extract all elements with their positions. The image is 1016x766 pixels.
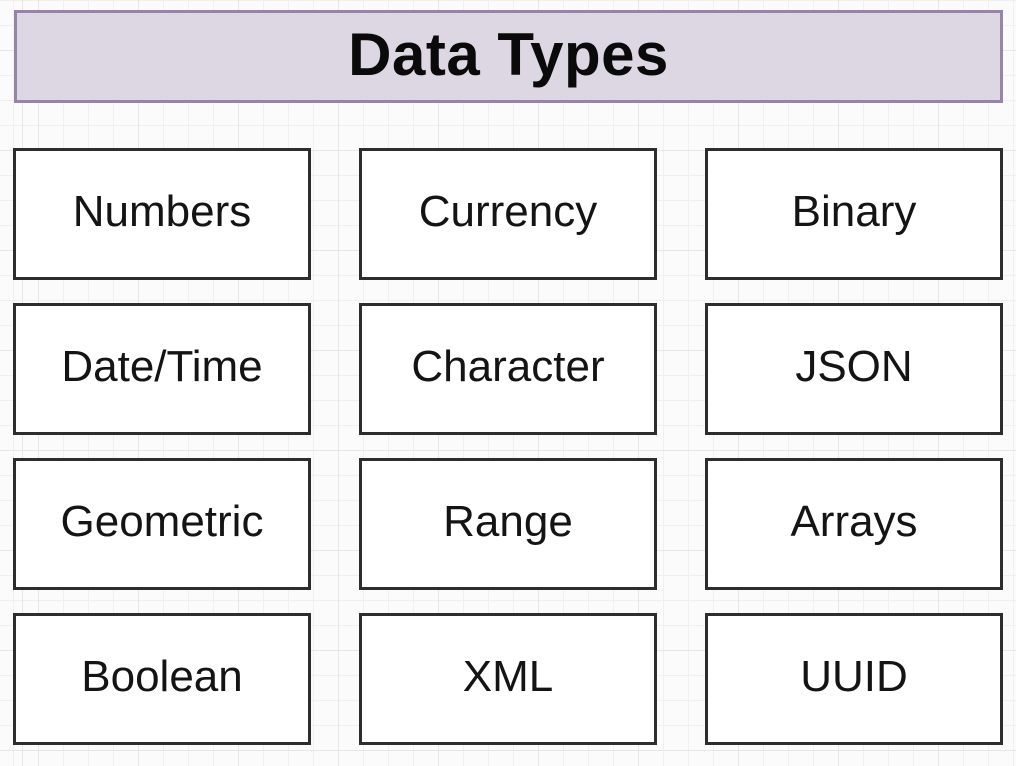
- box-label: Boolean: [81, 652, 243, 701]
- data-type-box-xml: XML: [359, 613, 657, 745]
- data-type-box-boolean: Boolean: [13, 613, 311, 745]
- box-label: JSON: [795, 342, 913, 391]
- box-label: Arrays: [790, 497, 918, 546]
- data-type-box-arrays: Arrays: [705, 458, 1003, 590]
- box-label: XML: [462, 652, 554, 701]
- data-type-box-json: JSON: [705, 303, 1003, 435]
- box-label: UUID: [800, 652, 908, 701]
- title-box: Data Types: [14, 10, 1003, 103]
- box-label: Character: [411, 342, 605, 391]
- box-label: Currency: [418, 187, 598, 236]
- data-type-box-date-time: Date/Time: [13, 303, 311, 435]
- data-type-box-character: Character: [359, 303, 657, 435]
- box-label: Numbers: [72, 187, 252, 236]
- data-type-box-currency: Currency: [359, 148, 657, 280]
- box-label: Binary: [791, 187, 917, 236]
- box-label: Date/Time: [61, 342, 263, 391]
- box-label: Range: [443, 497, 573, 546]
- data-type-box-geometric: Geometric: [13, 458, 311, 590]
- data-type-box-uuid: UUID: [705, 613, 1003, 745]
- box-label: Geometric: [60, 497, 264, 546]
- data-type-box-numbers: Numbers: [13, 148, 311, 280]
- data-type-box-binary: Binary: [705, 148, 1003, 280]
- page-title: Data Types: [348, 20, 669, 88]
- data-type-box-range: Range: [359, 458, 657, 590]
